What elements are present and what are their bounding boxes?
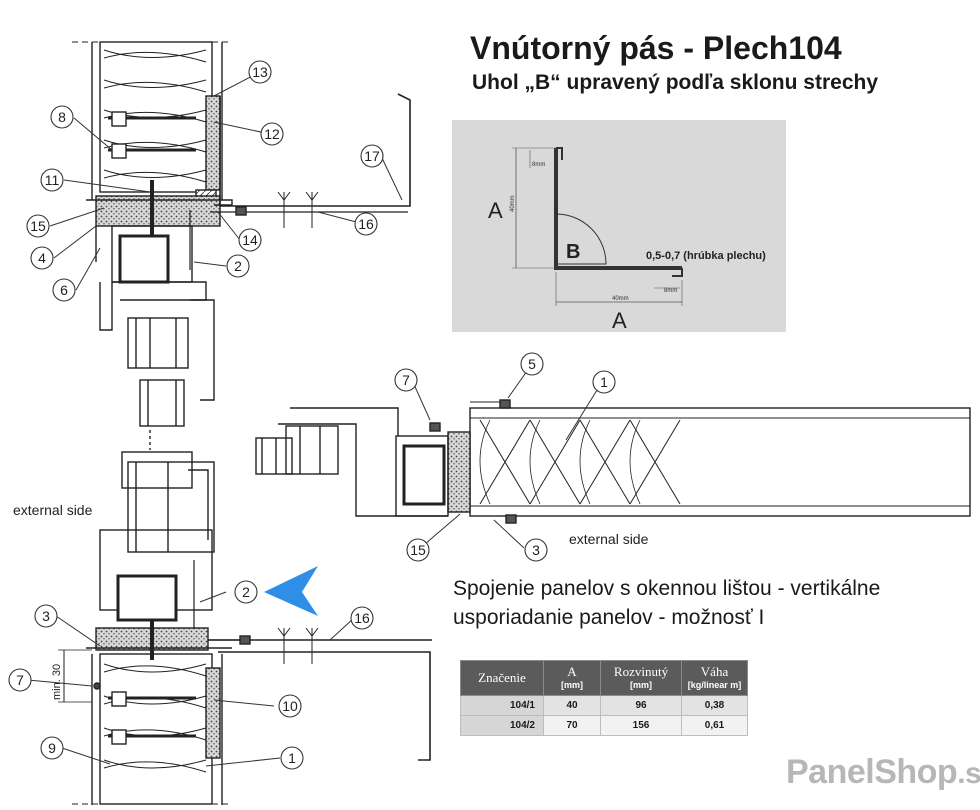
external-side-label-right: external side xyxy=(569,531,649,547)
bottom-panel xyxy=(58,620,432,805)
cell-a: 40 xyxy=(543,695,601,716)
top-flashing xyxy=(86,93,411,270)
callout-number: 3 xyxy=(532,542,540,558)
cell-developed: 156 xyxy=(600,715,682,736)
horizontal-section xyxy=(255,399,971,524)
pointer-arrow xyxy=(264,566,318,616)
cell-developed: 96 xyxy=(600,695,682,716)
callout-number: 16 xyxy=(354,610,370,626)
callout-number: 11 xyxy=(45,172,60,188)
callout-9: 9 xyxy=(40,736,64,760)
profile-labels: A A B 40mm 40mm 8mm 8mm 0,5-0,7 (hrúbka … xyxy=(488,162,766,333)
callout-4: 4 xyxy=(30,246,54,270)
callout-number: 15 xyxy=(410,542,426,558)
callout-number: 13 xyxy=(252,64,268,80)
callout-markers: 13 8 12 17 11 15 16 14 4 2 6 7 5 1 15 3 2 16 3 7 10 9 1 xyxy=(8,60,616,770)
callout-3: 3 xyxy=(524,538,548,562)
table-row: 104/1 40 96 0,38 xyxy=(460,695,748,716)
header-weight-unit: [kg/linear m] xyxy=(687,680,742,691)
callout-number: 4 xyxy=(38,250,46,266)
cell-code: 104/2 xyxy=(460,715,544,736)
spec-table: Značenie A [mm] Rozvinutý [mm] Váha [kg/… xyxy=(460,660,748,736)
callout-2: 2 xyxy=(234,580,258,604)
profile-dim-40-left: 40mm xyxy=(510,195,516,212)
callout-number: 6 xyxy=(60,282,68,298)
callout-1: 1 xyxy=(280,746,304,770)
brand-name: PanelShop xyxy=(786,753,958,791)
callout-7: 7 xyxy=(8,668,32,692)
callout-number: 7 xyxy=(402,372,410,388)
callout-number: 1 xyxy=(288,750,296,766)
page-subtitle: Uhol „B“ upravený podľa sklonu strechy xyxy=(472,71,879,94)
brand-logo: PanelShop.sk xyxy=(786,753,980,792)
callout-14: 14 xyxy=(238,228,262,252)
callout-leaders xyxy=(27,71,603,767)
callout-8: 8 xyxy=(50,105,74,129)
callout-number: 3 xyxy=(42,608,50,624)
cell-a: 70 xyxy=(543,715,601,736)
profile-panel xyxy=(452,120,786,332)
cell-weight: 0,38 xyxy=(681,695,748,716)
profile-dim-8-bottom: 8mm xyxy=(664,288,677,294)
spec-table-header: Značenie A [mm] Rozvinutý [mm] Váha [kg/… xyxy=(460,660,748,696)
profile-label-a-bottom: A xyxy=(612,308,627,333)
callout-number: 15 xyxy=(30,218,46,234)
callout-number: 10 xyxy=(282,698,298,714)
callout-number: 8 xyxy=(58,109,66,125)
header-developed: Rozvinutý [mm] xyxy=(600,660,682,696)
table-row: 104/2 70 156 0,61 xyxy=(460,715,748,736)
callout-1: 1 xyxy=(592,370,616,394)
min-30-label: min. 30 xyxy=(51,664,63,700)
callout-17: 17 xyxy=(360,144,384,168)
callout-7: 7 xyxy=(394,368,418,392)
header-code: Značenie xyxy=(460,660,544,696)
brand-tld: .sk xyxy=(957,757,980,790)
callout-15: 15 xyxy=(406,538,430,562)
caption-line-2: usporiadanie panelov - možnosť I xyxy=(453,606,765,629)
callout-16: 16 xyxy=(354,212,378,236)
callout-number: 12 xyxy=(264,126,280,142)
callout-12: 12 xyxy=(260,122,284,146)
profile-thickness-note: 0,5-0,7 (hrúbka plechu) xyxy=(646,250,766,262)
callout-number: 17 xyxy=(364,148,380,164)
cell-code: 104/1 xyxy=(460,695,544,716)
callout-11: 11 xyxy=(40,168,64,192)
callout-15: 15 xyxy=(26,214,50,238)
callout-3: 3 xyxy=(34,604,58,628)
profile-label-b: B xyxy=(566,241,580,263)
header-weight: Váha [kg/linear m] xyxy=(681,660,748,696)
profile-label-a-left: A xyxy=(488,198,503,223)
header-a: A [mm] xyxy=(543,660,601,696)
cell-weight: 0,61 xyxy=(681,715,748,736)
profile-dim-40-bottom: 40mm xyxy=(612,296,629,302)
profile-dim-8-top: 8mm xyxy=(532,162,545,168)
callout-number: 5 xyxy=(528,356,536,372)
header-developed-main: Rozvinutý xyxy=(613,664,669,680)
header-weight-main: Váha xyxy=(700,664,729,680)
page-title: Vnútorný pás - Plech104 xyxy=(470,30,842,66)
callout-10: 10 xyxy=(278,694,302,718)
callout-13: 13 xyxy=(248,60,272,84)
header-a-unit: [mm] xyxy=(561,680,583,691)
callout-6: 6 xyxy=(52,278,76,302)
header-developed-unit: [mm] xyxy=(630,680,652,691)
callout-number: 7 xyxy=(16,672,24,688)
top-panel xyxy=(72,41,232,201)
window-frame-vertical xyxy=(99,225,248,641)
header-a-main: A xyxy=(567,664,577,680)
callout-number: 1 xyxy=(600,374,608,390)
caption-line-1: Spojenie panelov s okennou lištou - vert… xyxy=(453,577,881,600)
callout-number: 14 xyxy=(242,232,258,248)
callout-16: 16 xyxy=(350,606,374,630)
callout-2: 2 xyxy=(226,254,250,278)
callout-number: 2 xyxy=(234,258,242,274)
callout-number: 16 xyxy=(358,216,374,232)
callout-number: 2 xyxy=(242,584,250,600)
external-side-label-left: external side xyxy=(13,502,93,518)
callout-5: 5 xyxy=(520,352,544,376)
callout-number: 9 xyxy=(48,740,56,756)
